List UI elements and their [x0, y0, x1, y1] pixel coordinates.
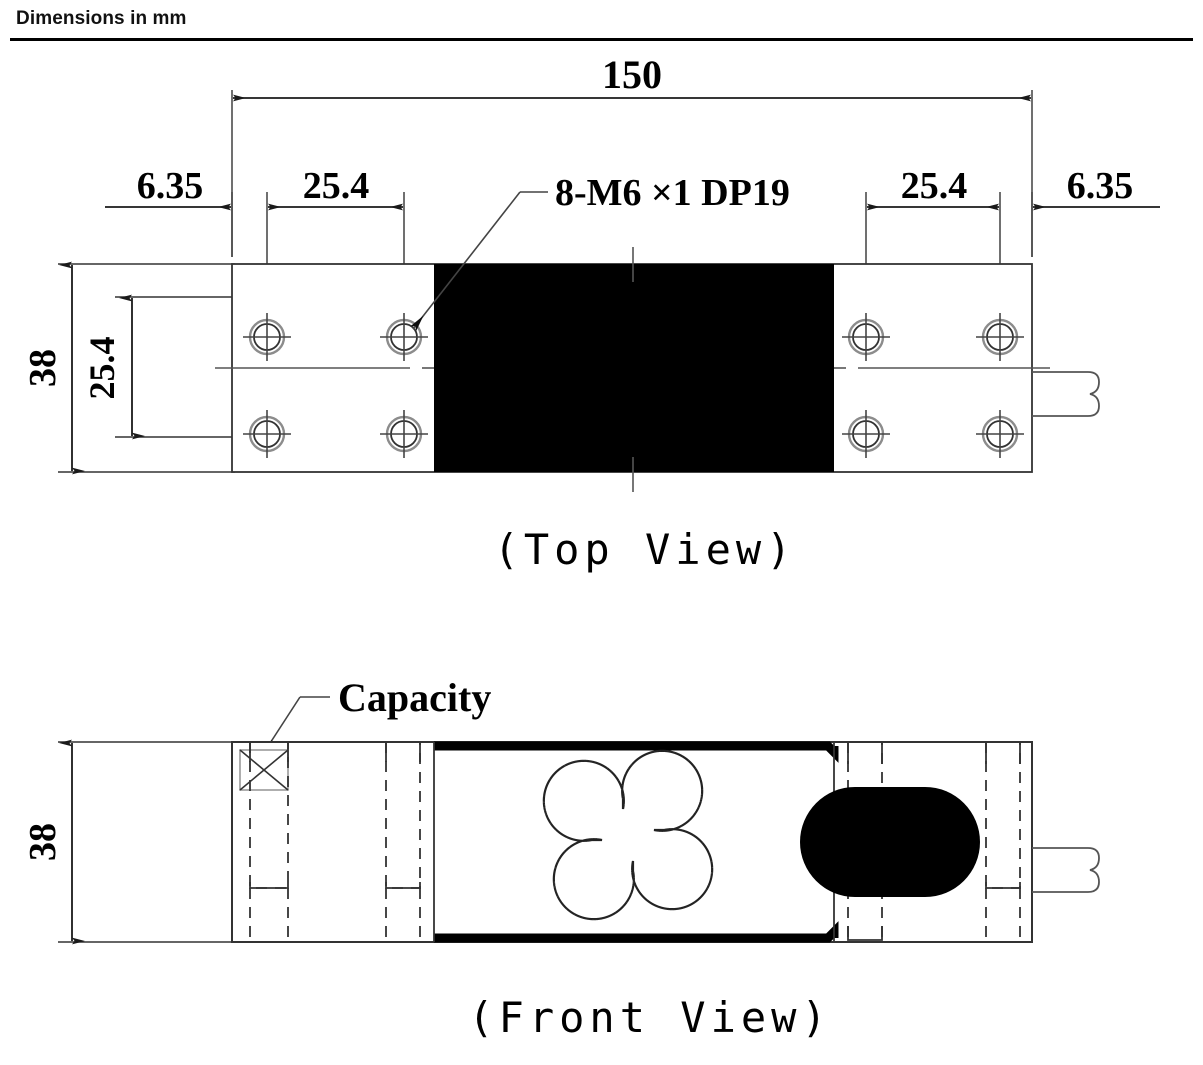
- mounting-hole: [243, 313, 291, 361]
- top-view-center-black-block: [434, 264, 834, 472]
- dim-left-edge-offset-6p35: 6.35: [105, 165, 233, 257]
- mounting-hole: [842, 410, 890, 458]
- top-view-group: 150 6.35 25.4: [22, 52, 1160, 574]
- dim-label-right-edge-offset: 6.35: [1067, 165, 1134, 207]
- dim-label-left-edge-offset: 6.35: [137, 165, 204, 207]
- dim-label-overall-width-top: 38: [22, 349, 64, 387]
- mounting-hole: [842, 313, 890, 361]
- mounting-hole: [976, 313, 1024, 361]
- mounting-hole: [976, 410, 1024, 458]
- dim-label-overall-length: 150: [602, 52, 662, 97]
- mounting-hole: [380, 313, 428, 361]
- callout-thread-spec: 8-M6 ×1 DP19: [410, 172, 790, 332]
- callout-label-capacity: Capacity: [338, 675, 491, 720]
- dim-label-overall-height-front: 38: [22, 823, 64, 861]
- front-view-cable-gland-oval: [800, 787, 980, 897]
- callout-capacity: Capacity: [259, 675, 491, 757]
- mounting-hole: [243, 410, 291, 458]
- front-view-cable-exit: [1032, 847, 1100, 893]
- front-view-hole-solid-edges-left: [249, 742, 421, 889]
- front-view-capacity-marking-box: [239, 749, 289, 791]
- front-view-flexure-cutout: [542, 749, 714, 921]
- dim-overall-height-38-front: 38: [22, 739, 235, 945]
- drawing-svg: 150 6.35 25.4: [22, 52, 1160, 1042]
- top-view-cable-exit: [1032, 371, 1100, 417]
- header-divider: [10, 38, 1193, 41]
- page-title: Dimensions in mm: [16, 8, 187, 29]
- dim-overall-width-38-top: 38: [22, 261, 235, 475]
- dim-label-left-hole-pitch: 25.4: [303, 165, 370, 207]
- dim-overall-length-150: 150: [231, 52, 1033, 257]
- front-view-group: Capacity 38: [22, 675, 1100, 1042]
- top-view-mounting-holes: [243, 313, 1024, 458]
- front-view-hole-solid-edges-right: [847, 742, 1021, 941]
- dim-right-edge-offset-6p35: 6.35: [1031, 165, 1160, 257]
- dim-label-hole-row-spacing: 25.4: [82, 337, 122, 400]
- view-label-front: (Front View): [468, 993, 831, 1042]
- mounting-hole: [380, 410, 428, 458]
- dim-label-right-hole-pitch: 25.4: [901, 165, 968, 207]
- callout-label-thread-spec: 8-M6 ×1 DP19: [555, 172, 790, 214]
- technical-drawing-canvas: 150 6.35 25.4: [0, 42, 1203, 1060]
- view-label-top: (Top View): [494, 525, 797, 574]
